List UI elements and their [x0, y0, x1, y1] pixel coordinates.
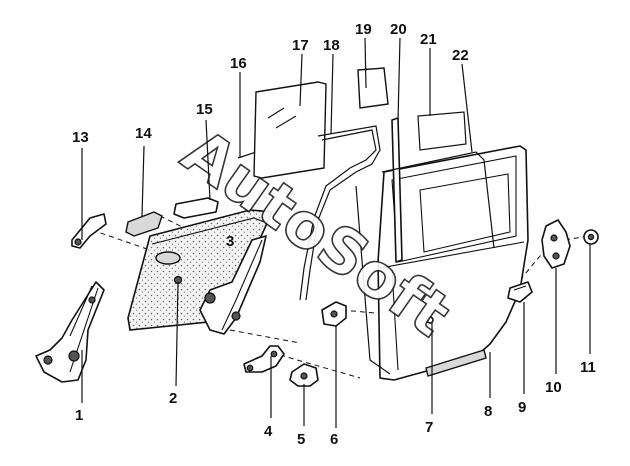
- callout-2: 2: [169, 390, 177, 407]
- door-seal-part-22: [355, 151, 495, 375]
- callout-labels: 1 2 3 4 5 6 7 8 9 10 11 13 14 15 16 17 1…: [72, 21, 596, 448]
- leader-lines: [81, 37, 591, 428]
- lock-mechanism-part-10: [541, 219, 571, 269]
- callout-14: 14: [135, 125, 152, 142]
- callout-5: 5: [297, 431, 305, 448]
- callout-17: 17: [292, 37, 309, 54]
- lock-part-6: [321, 301, 347, 327]
- callout-21: 21: [420, 31, 437, 48]
- callout-15: 15: [196, 101, 213, 118]
- door-check-part-4: [243, 345, 285, 373]
- striker-part-11: [583, 229, 599, 245]
- callout-4: 4: [264, 423, 273, 440]
- callout-16: 16: [230, 55, 247, 72]
- door-glass-part-17: [253, 81, 327, 179]
- armrest-part-14: [125, 211, 163, 237]
- door-shell-part-7: [377, 145, 529, 381]
- outside-handle-part-9: [507, 281, 533, 303]
- callout-3: 3: [226, 233, 234, 250]
- window-regulator-part-3: [199, 235, 267, 335]
- callout-10: 10: [545, 379, 562, 396]
- callout-20: 20: [390, 21, 407, 38]
- moulding-part-8: [425, 349, 487, 377]
- callout-19: 19: [355, 21, 372, 38]
- callout-8: 8: [484, 403, 492, 420]
- grab-handle-part-15: [173, 197, 219, 219]
- hinge-part-13: [71, 213, 107, 249]
- run-channel-part-18: [299, 125, 381, 301]
- weatherstrip-part-21: [417, 111, 467, 151]
- callout-13: 13: [72, 129, 89, 146]
- callout-11: 11: [580, 359, 596, 376]
- division-channel-part-20: [391, 117, 403, 263]
- callout-22: 22: [452, 47, 469, 64]
- quarter-glass-part-19: [357, 67, 389, 109]
- callout-9: 9: [518, 399, 526, 416]
- window-regulator-part-1: [35, 281, 105, 383]
- latch-bracket-part-5: [289, 363, 319, 387]
- callout-1: 1: [75, 407, 83, 424]
- callout-6: 6: [330, 431, 338, 448]
- callout-18: 18: [323, 37, 340, 54]
- callout-7: 7: [425, 419, 433, 436]
